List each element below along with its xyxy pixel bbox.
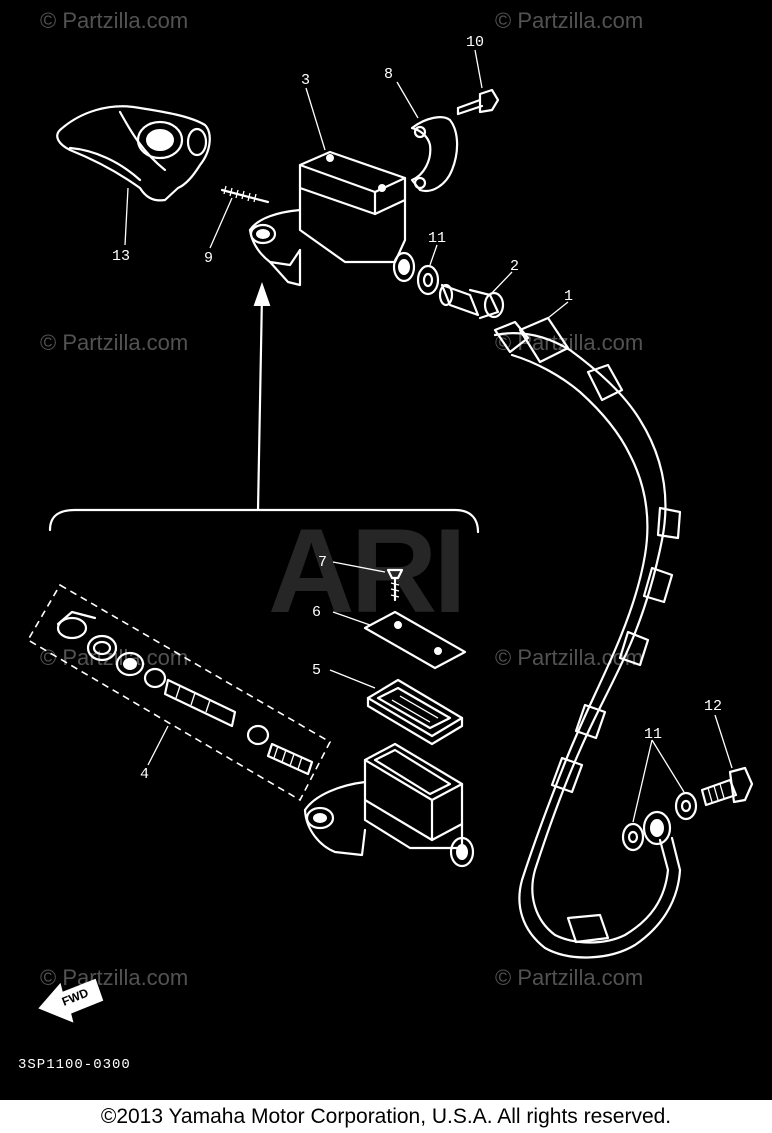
part-7-screw xyxy=(386,568,404,602)
watermark: © Partzilla.com xyxy=(40,8,188,33)
copyright-text: ©2013 Yamaha Motor Corporation, U.S.A. A… xyxy=(100,1104,672,1128)
part-8-clamp xyxy=(410,116,459,193)
copyright-bar: ©2013 Yamaha Motor Corporation, U.S.A. A… xyxy=(0,1100,772,1133)
callout-2: 2 xyxy=(510,258,519,275)
callout-5: 5 xyxy=(312,662,321,679)
callout-3: 3 xyxy=(301,72,310,89)
callout-6: 6 xyxy=(312,604,321,621)
watermark: © Partzilla.com xyxy=(40,645,188,670)
watermark: © Partzilla.com xyxy=(495,645,643,670)
part-12-bolt xyxy=(700,766,754,807)
part-13-lever-cover xyxy=(56,105,211,202)
ari-background-logo: ARI xyxy=(268,504,463,638)
part-3-master-cylinder xyxy=(248,150,416,287)
master-cylinder-body xyxy=(303,742,475,868)
callout-8: 8 xyxy=(384,66,393,83)
callout-1: 1 xyxy=(564,288,573,305)
part-2-union-bolt xyxy=(438,283,505,320)
diagram-code: 3SP1100-0300 xyxy=(18,1057,131,1073)
part-9-screw xyxy=(220,185,270,204)
callout-11-top: 11 xyxy=(428,230,446,247)
callout-12: 12 xyxy=(704,698,722,715)
watermark: © Partzilla.com xyxy=(40,330,188,355)
callout-4: 4 xyxy=(140,766,149,783)
fwd-direction-arrow: FWD xyxy=(38,978,104,1023)
watermark: © Partzilla.com xyxy=(495,8,643,33)
callout-11-lower: 11 xyxy=(644,726,662,743)
part-10-bolt xyxy=(456,88,500,116)
part-5-diaphragm xyxy=(366,678,464,746)
part-11-washers-lower xyxy=(621,791,698,852)
inset-bracket xyxy=(48,281,480,534)
part-11-washer xyxy=(416,264,440,296)
callout-9: 9 xyxy=(204,250,213,267)
part-6-reservoir-cap xyxy=(363,610,467,670)
leader-lines xyxy=(124,49,733,823)
watermark: © Partzilla.com xyxy=(495,965,643,990)
watermarks: © Partzilla.com © Partzilla.com © Partzi… xyxy=(40,8,643,990)
callouts: 3 8 10 13 9 11 2 1 7 6 5 4 11 12 xyxy=(112,34,722,783)
watermark: © Partzilla.com xyxy=(40,965,188,990)
part-4-piston-kit xyxy=(26,583,332,802)
exploded-parts-diagram: ARI © Partzilla.com © Partzilla.com © Pa… xyxy=(18,8,754,1073)
callout-7: 7 xyxy=(318,554,327,571)
callout-10: 10 xyxy=(466,34,484,51)
callout-13: 13 xyxy=(112,248,130,265)
part-1-brake-hose xyxy=(493,316,682,959)
